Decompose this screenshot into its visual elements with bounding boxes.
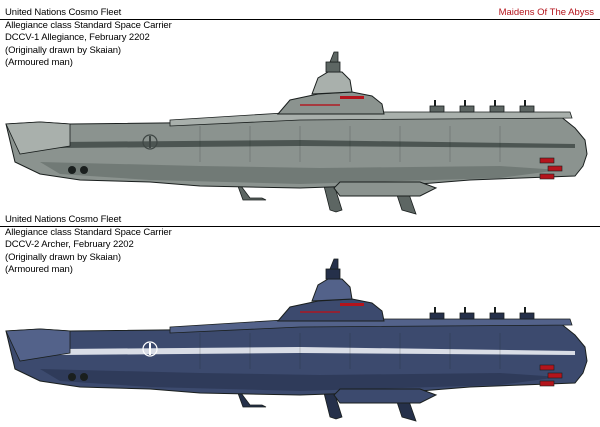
turret-4	[519, 105, 535, 113]
turret-barrel-4	[524, 307, 526, 313]
engine-nozzle-2	[547, 165, 563, 172]
antenna-icon	[329, 51, 339, 63]
engine-nozzle-3	[539, 380, 555, 387]
bridge-tower-base	[276, 298, 385, 322]
torpedo-tube-1	[68, 373, 76, 381]
landing-strut-front	[234, 384, 267, 408]
lower-pod	[333, 388, 438, 404]
ship-illustration-archer	[5, 258, 588, 422]
bow-section	[5, 328, 71, 362]
hull-stripe	[60, 347, 575, 355]
caption-fleet: United Nations Cosmo Fleet	[5, 7, 122, 18]
caption-class: Allegiance class Standard Space Carrier	[5, 226, 172, 238]
turret-3	[489, 312, 505, 320]
bridge-mast	[325, 268, 341, 280]
watermark-text: Maidens Of The Abyss	[498, 7, 594, 18]
bridge-window	[340, 96, 364, 99]
bridge-light-strip	[300, 311, 340, 313]
turret-1	[429, 105, 445, 113]
bridge-tower-upper	[311, 71, 353, 95]
caption-credit-2: (Armoured man)	[5, 57, 73, 68]
torpedo-tube-2	[80, 166, 88, 174]
bridge-mast	[325, 61, 341, 73]
anchor-shaft-icon	[149, 136, 151, 148]
landing-strut-front	[234, 177, 267, 201]
caption-credit-2: (Armoured man)	[5, 264, 73, 275]
turret-barrel-2	[464, 100, 466, 106]
anchor-shaft-icon	[149, 343, 151, 355]
engine-nozzle-3	[539, 173, 555, 180]
torpedo-tube-1	[68, 166, 76, 174]
lower-keel	[40, 369, 560, 391]
caption-designation: DCCV-2 Archer, February 2202	[5, 239, 134, 250]
engine-nozzle-1	[539, 157, 555, 164]
turret-barrel-4	[524, 100, 526, 106]
bridge-tower-base	[276, 91, 385, 115]
bridge-tower-upper	[311, 278, 353, 302]
engine-nozzle-2	[547, 372, 563, 379]
ship-illustration-allegiance	[5, 51, 588, 215]
caption-credit: (Originally drawn by Skaian)	[5, 251, 121, 263]
antenna-icon	[329, 258, 339, 270]
turret-barrel-1	[434, 100, 436, 106]
caption-designation: DCCV-1 Allegiance, February 2202	[5, 32, 150, 43]
caption-credit: (Originally drawn by Skaian)	[5, 44, 121, 56]
turret-barrel-1	[434, 307, 436, 313]
lower-keel	[40, 162, 560, 184]
turret-2	[459, 312, 475, 320]
bow-section	[5, 121, 71, 155]
turret-4	[519, 312, 535, 320]
bridge-light-strip	[300, 104, 340, 106]
hull-stripe	[60, 140, 575, 148]
divider-middle	[0, 226, 600, 227]
caption-class: Allegiance class Standard Space Carrier	[5, 19, 172, 31]
torpedo-tube-2	[80, 373, 88, 381]
turret-barrel-3	[494, 307, 496, 313]
ship-caption-1: United Nations Cosmo Fleet Allegiance cl…	[5, 7, 172, 70]
turret-barrel-2	[464, 307, 466, 313]
anchor-emblem-icon	[142, 341, 158, 357]
turret-3	[489, 105, 505, 113]
divider-top	[0, 19, 600, 20]
turret-1	[429, 312, 445, 320]
ship-caption-2: United Nations Cosmo Fleet Allegiance cl…	[5, 214, 172, 277]
lower-pod	[333, 181, 438, 197]
turret-barrel-3	[494, 100, 496, 106]
bridge-window	[340, 303, 364, 306]
anchor-emblem-icon	[142, 134, 158, 150]
engine-nozzle-1	[539, 364, 555, 371]
turret-2	[459, 105, 475, 113]
caption-fleet: United Nations Cosmo Fleet	[5, 214, 122, 225]
